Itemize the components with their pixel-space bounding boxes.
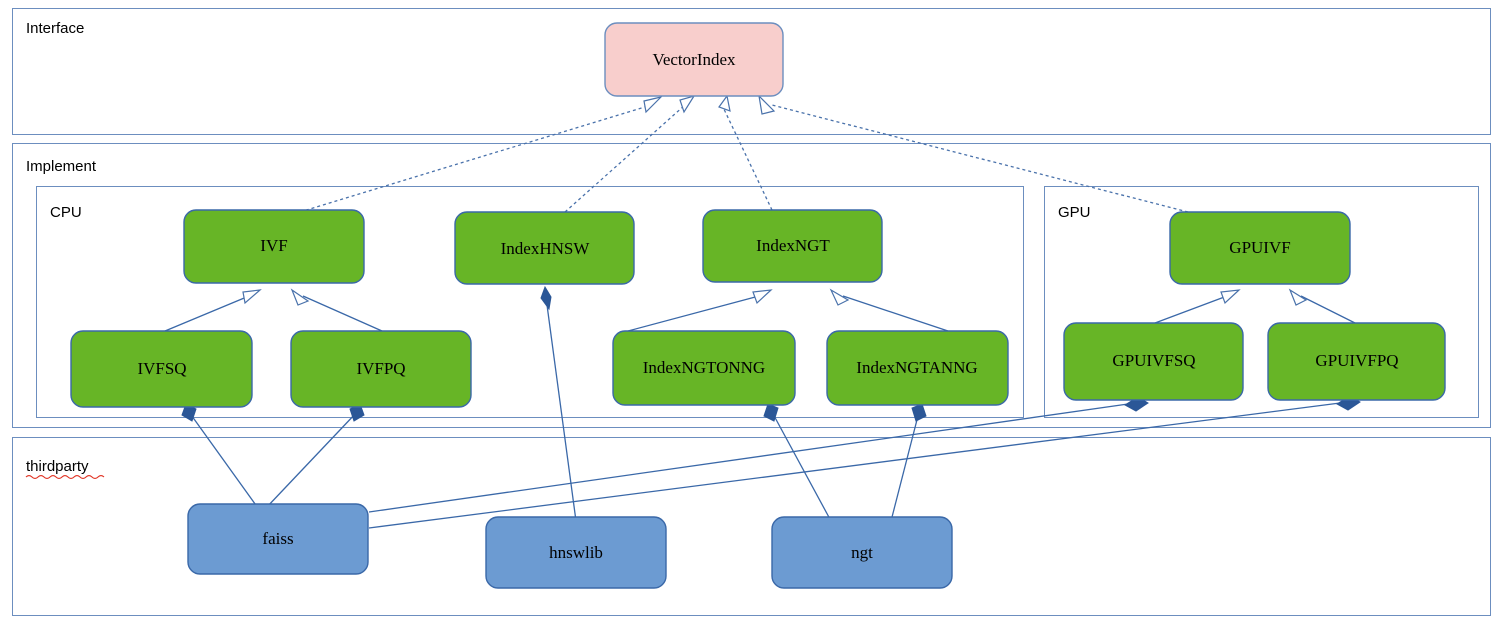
edge-gpuivfsq-gpuivf [1154, 289, 1241, 324]
node-indexhnsw-rect[interactable] [454, 211, 635, 285]
edge-ivfpq-ivf [290, 288, 383, 332]
node-hnswlib-label: hnswlib [549, 543, 603, 562]
node-faiss-rect[interactable] [187, 503, 369, 575]
node-indexngtonng-label: IndexNGTONNG [643, 358, 765, 377]
node-vectorindex[interactable]: VectorIndex [604, 22, 784, 97]
node-indexngtanng[interactable]: IndexNGTANNG [826, 330, 1009, 406]
node-gpuivf-label: GPUIVF [1229, 238, 1290, 257]
edge-indexngtonng-ngt [763, 403, 832, 522]
edge-indexngtonng-indexngt [627, 289, 773, 332]
node-ivfsq[interactable]: IVFSQ [70, 330, 253, 408]
node-indexngtonng-rect[interactable] [612, 330, 796, 406]
node-ivfpq-label: IVFPQ [356, 359, 405, 378]
node-ngt[interactable]: ngt [771, 516, 953, 589]
edge-gpuivf-vectorindex [758, 94, 1189, 213]
group-implement-label: Implement [26, 158, 97, 175]
group-interface-label: Interface [26, 20, 84, 37]
node-vectorindex-label: VectorIndex [652, 50, 736, 69]
edge-ivf-vectorindex [299, 95, 663, 213]
spellcheck-squiggle-icon [25, 474, 105, 480]
node-indexngtanng-rect[interactable] [826, 330, 1009, 406]
group-cpu-label: CPU [50, 204, 82, 221]
node-indexngt[interactable]: IndexNGT [702, 209, 883, 283]
node-hnswlib-rect[interactable] [485, 516, 667, 589]
node-indexhnsw-label: IndexHNSW [501, 239, 591, 258]
node-ivf-label: IVF [260, 236, 287, 255]
node-gpuivfsq[interactable]: GPUIVFSQ [1063, 322, 1244, 401]
node-ivf[interactable]: IVF [183, 209, 365, 284]
group-thirdparty-label: thirdparty [26, 458, 89, 475]
edge-indexhnsw-hnswlib [540, 285, 577, 522]
edge-indexhnsw-vectorindex [564, 94, 696, 213]
node-indexngt-label: IndexNGT [756, 236, 830, 255]
edge-indexngtanng-ngt [890, 403, 927, 522]
node-vectorindex-rect[interactable] [604, 22, 784, 97]
node-ivf-rect[interactable] [183, 209, 365, 284]
node-gpuivfpq-label: GPUIVFPQ [1315, 351, 1398, 370]
node-ivfsq-label: IVFSQ [137, 359, 186, 378]
edge-ivfsq-faiss [181, 403, 259, 509]
node-ngt-label: ngt [851, 543, 873, 562]
edge-indexngt-vectorindex [718, 94, 773, 211]
node-gpuivfsq-rect[interactable] [1063, 322, 1244, 401]
node-gpuivfpq[interactable]: GPUIVFPQ [1267, 322, 1446, 401]
edge-ivfsq-ivf [164, 289, 262, 332]
node-ivfsq-rect[interactable] [70, 330, 253, 408]
node-ivfpq[interactable]: IVFPQ [290, 330, 472, 408]
edge-indexngtanng-indexngt [829, 288, 949, 332]
node-indexngtonng[interactable]: IndexNGTONNG [612, 330, 796, 406]
node-gpuivf-rect[interactable] [1169, 211, 1351, 285]
node-faiss[interactable]: faiss [187, 503, 369, 575]
node-hnswlib[interactable]: hnswlib [485, 516, 667, 589]
node-indexhnsw[interactable]: IndexHNSW [454, 211, 635, 285]
node-indexngt-rect[interactable] [702, 209, 883, 283]
node-ngt-rect[interactable] [771, 516, 953, 589]
node-ivfpq-rect[interactable] [290, 330, 472, 408]
group-gpu-label: GPU [1058, 204, 1091, 221]
node-faiss-label: faiss [262, 529, 293, 548]
node-gpuivfsq-label: GPUIVFSQ [1112, 351, 1195, 370]
node-gpuivf[interactable]: GPUIVF [1169, 211, 1351, 285]
edge-gpuivfpq-gpuivf [1288, 288, 1356, 324]
node-indexngtanng-label: IndexNGTANNG [856, 358, 977, 377]
node-gpuivfpq-rect[interactable] [1267, 322, 1446, 401]
